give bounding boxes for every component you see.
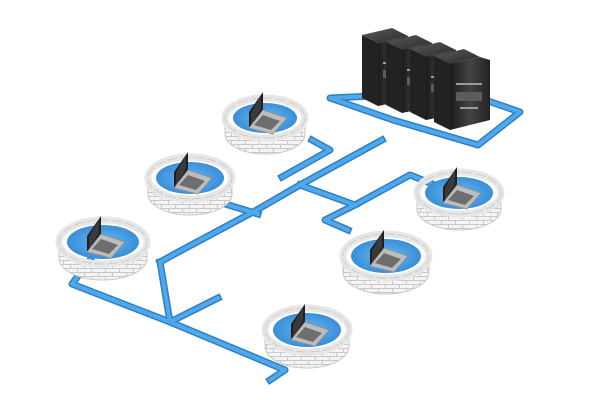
- server-rack-icon: [362, 28, 490, 130]
- firewall-ring-node-1: [221, 92, 309, 155]
- server-rack: [362, 28, 490, 130]
- laptop-icon: [248, 92, 288, 135]
- firewall-ring-node-6: [261, 304, 353, 369]
- laptop-icon: [290, 304, 330, 347]
- laptop-icon: [369, 230, 409, 273]
- firewall-ring-node-5: [339, 230, 433, 295]
- laptop-icon: [442, 167, 482, 210]
- firewall-ring-node-3: [55, 216, 151, 281]
- laptop-icon: [173, 152, 213, 195]
- server-unit-4: [434, 49, 490, 130]
- firewall-nodes: [55, 92, 505, 369]
- laptop-icon: [86, 216, 126, 259]
- firewall-ring-node-4: [413, 167, 505, 231]
- firewall-ring-node-2: [144, 152, 236, 216]
